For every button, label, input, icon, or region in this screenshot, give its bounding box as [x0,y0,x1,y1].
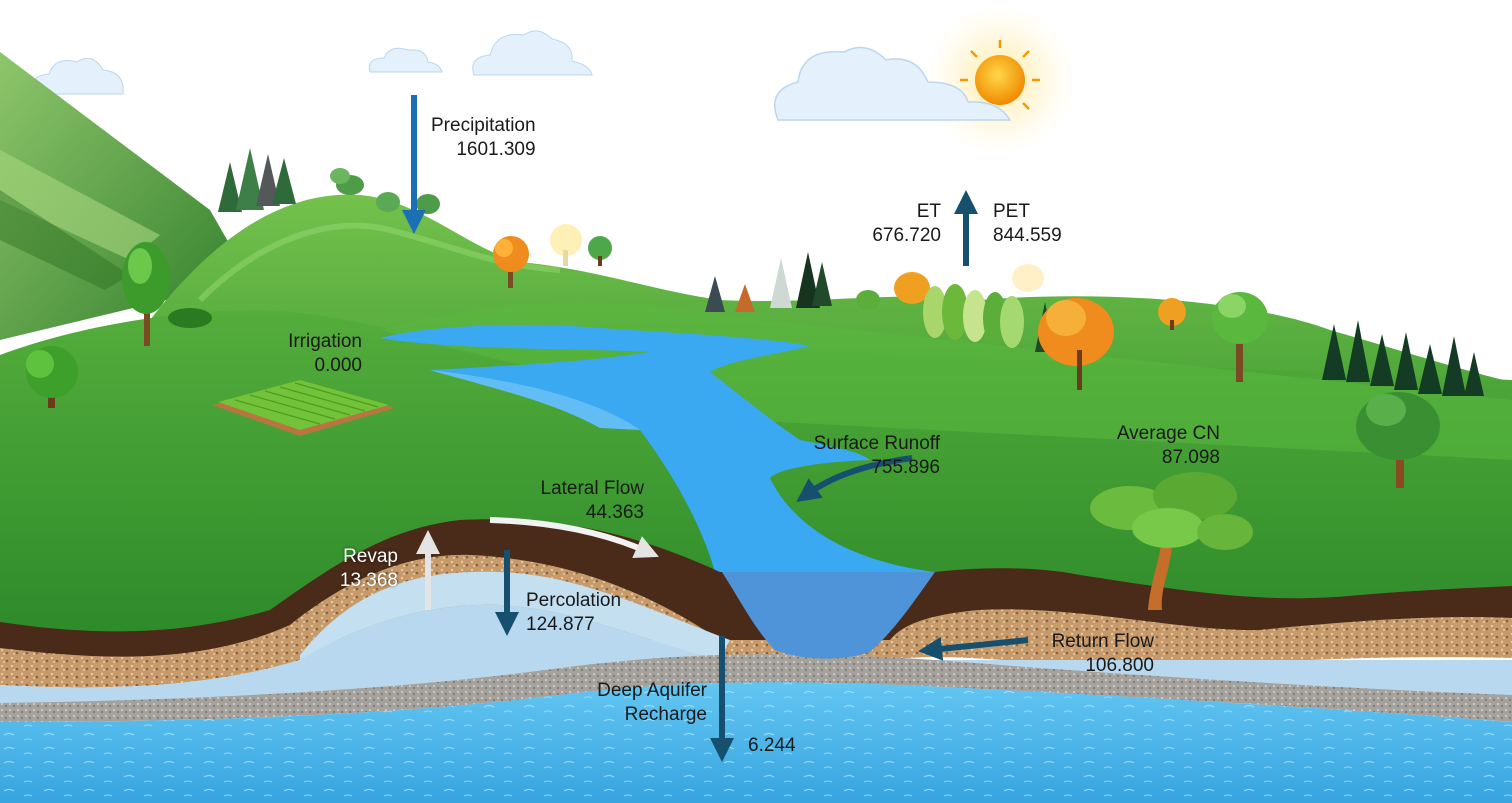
tree-icon [1090,472,1253,610]
average-cn-value: 87.098 [1161,447,1220,468]
irrigation-label: Irrigation 0.000 [262,330,362,378]
percolation-value: 124.877 [526,614,595,635]
irrigation-value: 0.000 [314,355,362,376]
mountain [0,52,250,340]
pine-trees [1322,320,1484,396]
precipitation-value: 1601.309 [456,139,536,160]
tree-icon [26,346,78,408]
revap-name: Revap [343,546,398,567]
surface-runoff-value: 755.896 [871,457,940,478]
et-value: 676.720 [872,225,941,246]
surface-runoff-label: Surface Runoff 755.896 [790,432,940,480]
stream-channel [722,572,935,659]
tree-icon [1356,392,1440,488]
shrubs [168,168,440,328]
percolation-name: Percolation [526,590,622,611]
tree-icon [550,224,582,266]
forest [856,264,1114,390]
return-flow-name: Return Flow [1051,631,1154,652]
deep-aquifer-name-line2: Recharge [624,704,707,725]
cloud-icon [472,30,593,76]
precipitation-label: Precipitation 1601.309 [431,114,536,162]
return-flow-arrow [918,636,1029,661]
deep-aquifer-label: Deep Aquifer Recharge [574,679,707,727]
tree-icon [122,242,170,346]
pet-value: 844.559 [993,225,1062,246]
pet-name: PET [993,201,1030,222]
precipitation-name: Precipitation [431,115,536,136]
gray-gravel-band [0,654,1512,722]
crop-field [212,380,395,436]
pine-trees [705,252,832,312]
et-name: ET [916,201,941,222]
sun-icon [925,5,1075,155]
cloud-icon [774,46,1012,121]
deep-aquifer-value: 6.244 [748,735,796,756]
revap-value: 13.368 [339,570,398,591]
return-flow-label: Return Flow 106.800 [1030,630,1154,678]
cloud-icon [32,57,124,95]
gravel-layer [0,554,1512,688]
deep-aquifer-name-line1: Deep Aquifer [597,680,707,701]
lateral-flow-name: Lateral Flow [540,478,645,499]
average-cn-label: Average CN 87.098 [1090,422,1220,470]
tree-icon [493,236,529,288]
et-label: ET 676.720 [855,200,941,248]
lateral-flow-value: 44.363 [585,502,644,523]
lateral-flow-label: Lateral Flow 44.363 [520,477,645,525]
revap-label: Revap 13.368 [318,545,398,593]
irrigation-name: Irrigation [288,331,362,352]
pet-label: PET 844.559 [993,200,1062,248]
pine-trees [218,148,296,212]
surface-runoff-name: Surface Runoff [813,433,940,454]
cloud-icon [368,47,443,73]
tree-icon [588,236,612,266]
average-cn-name: Average CN [1116,423,1220,444]
tree-icon [1212,292,1268,382]
percolation-label: Percolation 124.877 [526,589,621,637]
lateral-flow-arrow [489,517,659,559]
return-flow-value: 106.800 [1085,655,1154,676]
surface-runoff-arrow [796,455,913,503]
tree-icon [1158,298,1186,330]
